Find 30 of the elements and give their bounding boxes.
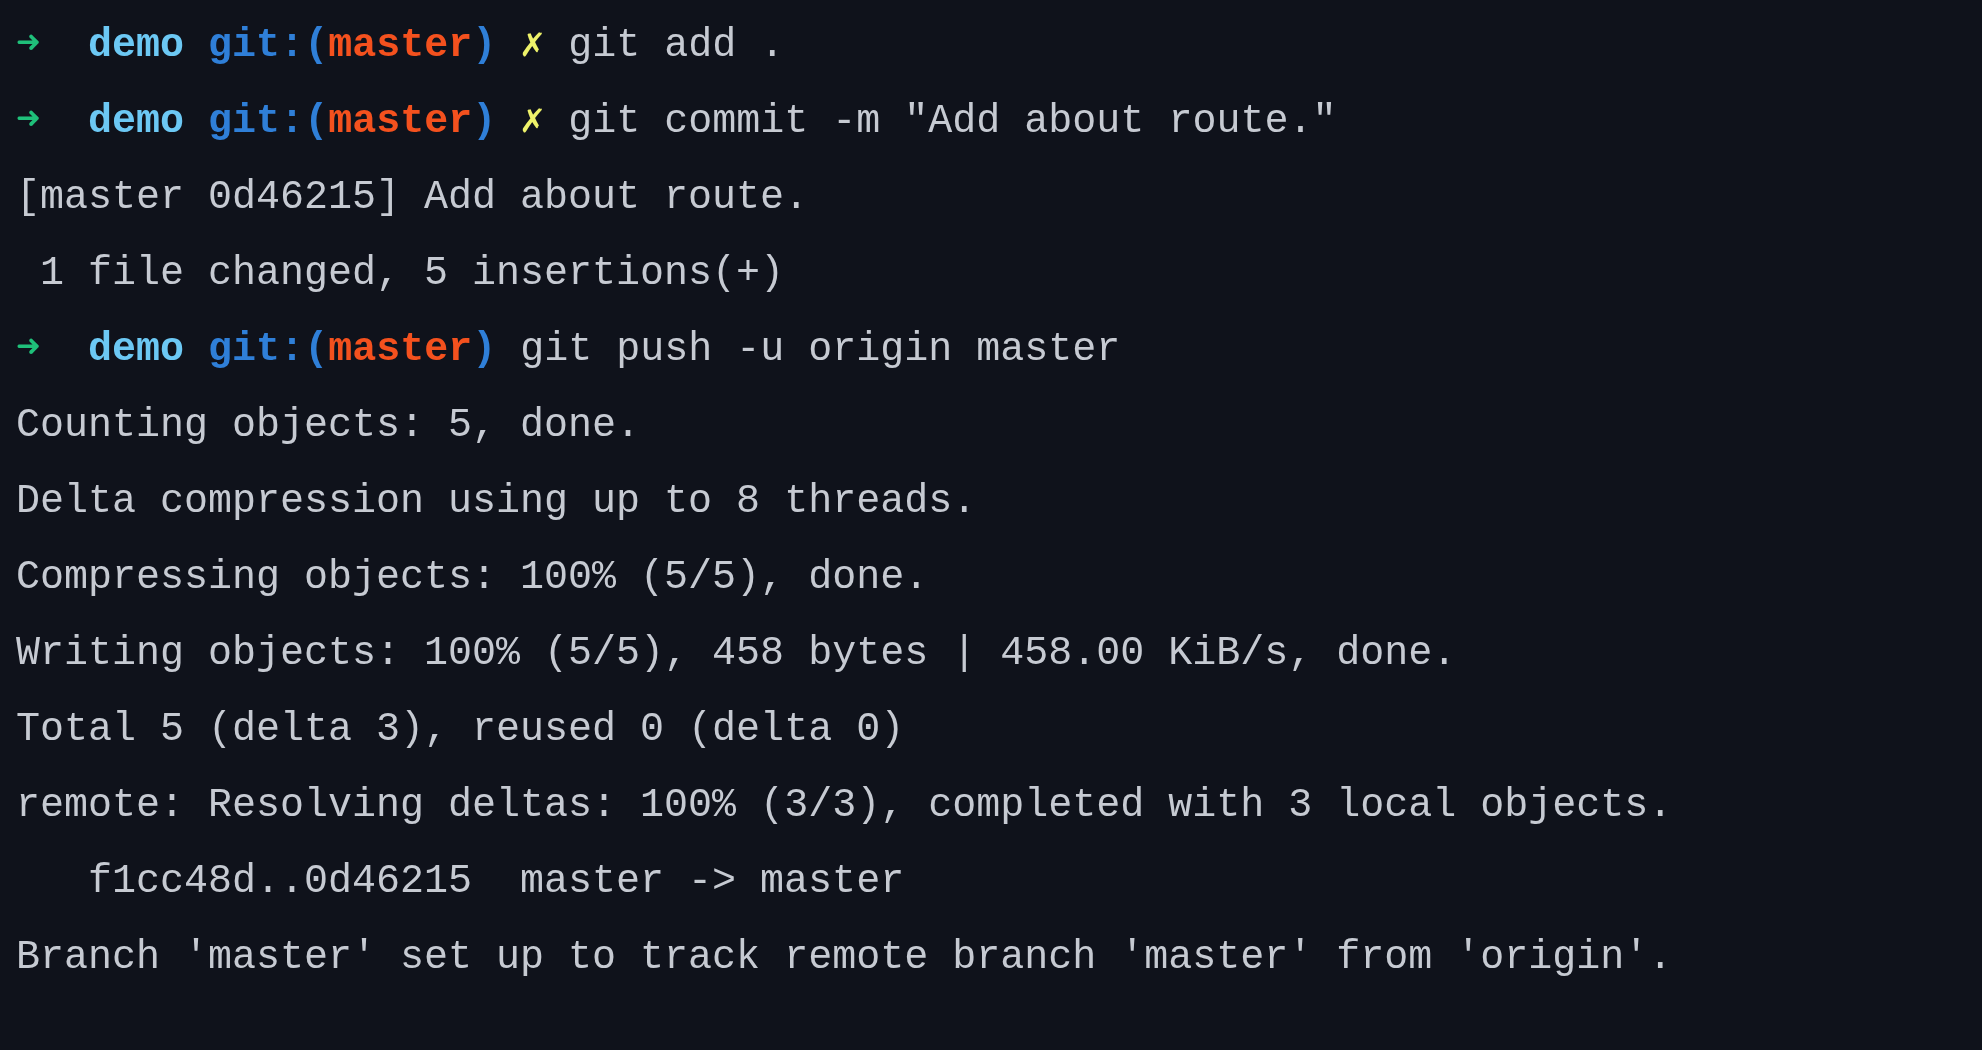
output-line: f1cc48d..0d46215 master -> master xyxy=(88,858,905,906)
git-prompt-prefix: git:( xyxy=(208,22,329,70)
prompt-arrow: ➜ xyxy=(16,98,41,146)
output-line: Delta compression using up to 8 threads. xyxy=(16,478,977,526)
output-line: 1 file changed, 5 insertions(+) xyxy=(40,250,785,298)
output-line: Counting objects: 5, done. xyxy=(16,402,641,450)
prompt-arrow: ➜ xyxy=(16,326,41,374)
command-text: git commit -m "Add about route." xyxy=(568,98,1337,146)
prompt-arrow: ➜ xyxy=(16,22,41,70)
output-line: Compressing objects: 100% (5/5), done. xyxy=(16,554,929,602)
git-prompt-suffix: ) xyxy=(472,98,497,146)
command-text: git add . xyxy=(568,22,785,70)
git-prompt-prefix: git:( xyxy=(208,98,329,146)
command-text: git push -u origin master xyxy=(520,326,1121,374)
output-line: remote: Resolving deltas: 100% (3/3), completed with 3 local objects. xyxy=(16,782,1673,830)
branch-name: master xyxy=(328,98,473,146)
branch-name: master xyxy=(328,326,473,374)
directory-name: demo xyxy=(88,98,185,146)
git-prompt-suffix: ) xyxy=(472,22,497,70)
directory-name: demo xyxy=(88,22,185,70)
output-line: Total 5 (delta 3), reused 0 (delta 0) xyxy=(16,706,905,754)
branch-name: master xyxy=(328,22,473,70)
dirty-marker: ✗ xyxy=(520,98,545,146)
git-prompt-suffix: ) xyxy=(472,326,497,374)
directory-name: demo xyxy=(88,326,185,374)
dirty-marker: ✗ xyxy=(520,22,545,70)
output-line: [master 0d46215] Add about route. xyxy=(16,174,809,222)
git-prompt-prefix: git:( xyxy=(208,326,329,374)
output-line: Writing objects: 100% (5/5), 458 bytes | 458.00 KiB/s, done. xyxy=(16,630,1457,678)
output-line: Branch 'master' set up to track remote branch 'master' from 'origin'. xyxy=(16,934,1673,982)
